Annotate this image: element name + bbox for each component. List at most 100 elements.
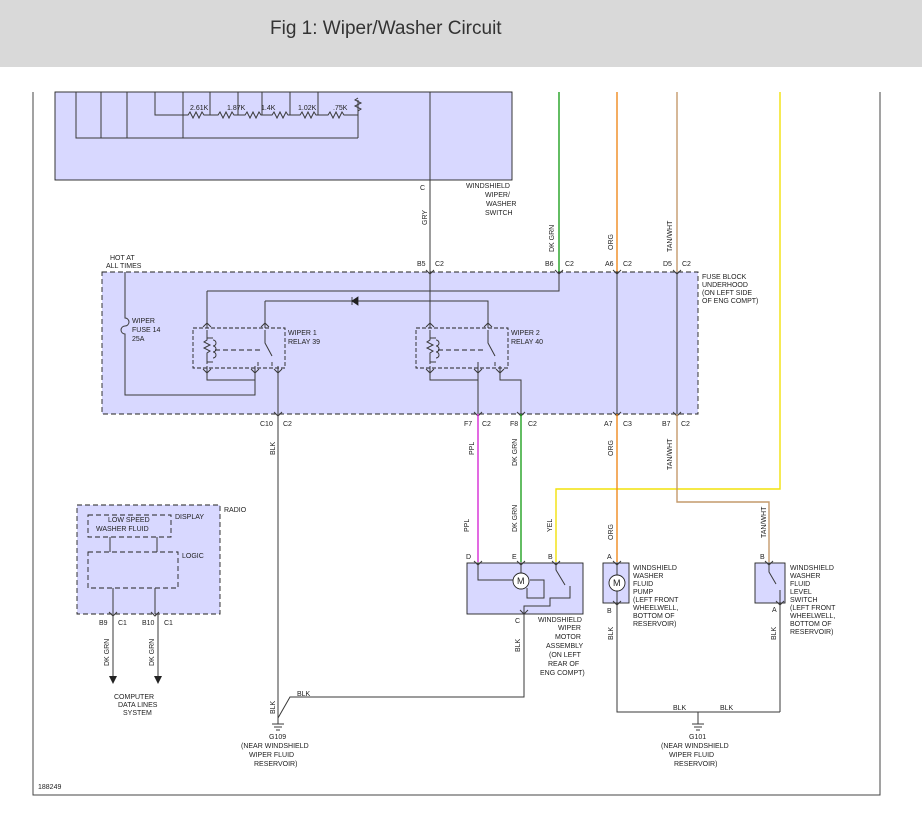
wire-label: YEL xyxy=(547,519,554,532)
pin-label: A7 xyxy=(604,421,613,428)
fuse-block-label: FUSE BLOCK xyxy=(702,274,747,281)
pump-label: RESERVOIR) xyxy=(633,621,676,628)
wire-label: BLK xyxy=(270,441,277,455)
pump-label: WHEELWELL, xyxy=(633,605,678,612)
radio-display-label: DISPLAY xyxy=(175,514,204,521)
radio-message: WASHER FLUID xyxy=(96,526,149,533)
pump-label: WINDSHIELD xyxy=(633,565,677,572)
wire-label: ORG xyxy=(608,440,615,456)
pin-label: B10 xyxy=(142,620,155,627)
relay-label: WIPER 2 xyxy=(511,330,540,337)
ground-label: G109 xyxy=(269,734,286,741)
ground-label: (NEAR WINDSHIELD xyxy=(661,743,729,750)
motor-symbol: M xyxy=(517,576,525,586)
motor-label: MOTOR xyxy=(555,634,581,641)
fuse-block-label: OF ENG COMPT) xyxy=(702,298,758,305)
level-switch-label: SWITCH xyxy=(790,597,818,604)
wire-label: BLK xyxy=(673,705,687,712)
pin-label: B6 xyxy=(545,261,554,268)
fuse-label: FUSE 14 xyxy=(132,327,161,334)
pin-label: C10 xyxy=(260,421,273,428)
fuse-block-label: UNDERHOOD xyxy=(702,282,748,289)
conn-label: C2 xyxy=(681,421,690,428)
wire-label: PPL xyxy=(469,442,476,455)
resistor-label: .75K xyxy=(333,105,348,112)
resistor-label: 1.02K xyxy=(298,105,317,112)
level-switch-label: WINDSHIELD xyxy=(790,565,834,572)
conn-label: C1 xyxy=(164,620,173,627)
pin-label: A xyxy=(772,607,777,614)
pump-motor-symbol: M xyxy=(613,578,621,588)
diagram-frame xyxy=(32,92,881,796)
wire-label: DK GRN xyxy=(149,639,156,666)
pin-label: B xyxy=(607,608,612,615)
fuse-label: 25A xyxy=(132,336,145,343)
fuse-block-underhood: HOT AT ALL TIMES FUSE BLOCK UNDERHOOD (O… xyxy=(101,255,758,428)
wire-label: BLK xyxy=(720,705,734,712)
pump-label: PUMP xyxy=(633,589,654,596)
pump-label: WASHER xyxy=(633,573,663,580)
radio: RADIO DISPLAY LOGIC LOW SPEED WASHER FLU… xyxy=(76,504,247,717)
level-switch-label: RESERVOIR) xyxy=(790,629,833,636)
radio-message: LOW SPEED xyxy=(108,517,150,524)
radio-label: RADIO xyxy=(224,507,247,514)
ground-label: WIPER FLUID xyxy=(249,752,294,759)
dest-label: COMPUTER xyxy=(114,694,154,701)
resistor-label: 1.4K xyxy=(261,105,276,112)
page-title: Fig 1: Wiper/Washer Circuit xyxy=(270,18,502,39)
dest-label: DATA LINES xyxy=(118,702,158,709)
wire-label: DK GRN xyxy=(512,505,519,532)
pin-label: B9 xyxy=(99,620,108,627)
figure-id: 188249 xyxy=(38,784,61,791)
ground-label: RESERVOIR) xyxy=(254,761,297,768)
ground-g101: BLK BLK G101 (NEAR WINDSHIELD WIPER FLUI… xyxy=(661,705,734,768)
pin-label: E xyxy=(512,554,517,561)
wire-label: TAN/WHT xyxy=(667,220,674,252)
pin-label: B xyxy=(760,554,765,561)
level-switch-label: WASHER xyxy=(790,573,820,580)
pin-label: F8 xyxy=(510,421,518,428)
switch-label: WINDSHIELD xyxy=(466,183,510,190)
radio-logic-label: LOGIC xyxy=(182,553,204,560)
pin-label: B7 xyxy=(662,421,671,428)
conn-label: C2 xyxy=(682,261,691,268)
pin-label: A xyxy=(607,554,612,561)
conn-label: C2 xyxy=(283,421,292,428)
wire-yel xyxy=(555,92,781,562)
wiper-motor-assembly: D E B PPL DK GRN YEL M C BLK WINDSHIELD … xyxy=(277,505,585,719)
pin-label: F7 xyxy=(464,421,472,428)
hot-label: ALL TIMES xyxy=(106,263,142,270)
level-switch-label: WHEELWELL, xyxy=(790,613,835,620)
pump-label: BOTTOM OF xyxy=(633,613,674,620)
level-switch-label: BOTTOM OF xyxy=(790,621,831,628)
fuse-block-label: (ON LEFT SIDE xyxy=(702,290,752,297)
washer-fluid-level-switch: B TAN/WHT A BLK WINDSHIELD WASHER FLUID … xyxy=(754,506,836,712)
relay-label: WIPER 1 xyxy=(288,330,317,337)
pump-label: FLUID xyxy=(633,581,653,588)
wire-label: BLK xyxy=(608,626,615,640)
level-switch-label: FLUID xyxy=(790,581,810,588)
ground-label: RESERVOIR) xyxy=(674,761,717,768)
wire-label: DK GRN xyxy=(512,439,519,466)
wire-label: ORG xyxy=(608,234,615,250)
conn-label: C2 xyxy=(435,261,444,268)
level-switch-label: (LEFT FRONT xyxy=(790,605,836,612)
pin-label: B5 xyxy=(417,261,426,268)
pin-label: B xyxy=(548,554,553,561)
wire-label: PPL xyxy=(464,519,471,532)
motor-label: ENG COMPT) xyxy=(540,670,585,677)
switch-label: WIPER/ xyxy=(485,192,510,199)
relay-label: RELAY 39 xyxy=(288,339,320,346)
wire-label: DK GRN xyxy=(104,639,111,666)
switch-pin: C xyxy=(420,185,425,192)
ground-label: (NEAR WINDSHIELD xyxy=(241,743,309,750)
switch-label: SWITCH xyxy=(485,210,513,217)
resistor-label: 2.61K xyxy=(190,105,209,112)
conn-label: C2 xyxy=(528,421,537,428)
motor-label: REAR OF xyxy=(548,661,579,668)
wire-label: BLK xyxy=(270,700,277,714)
level-switch-label: LEVEL xyxy=(790,589,812,596)
conn-label: C2 xyxy=(565,261,574,268)
motor-label: WIPER xyxy=(558,625,581,632)
relay-label: RELAY 40 xyxy=(511,339,543,346)
